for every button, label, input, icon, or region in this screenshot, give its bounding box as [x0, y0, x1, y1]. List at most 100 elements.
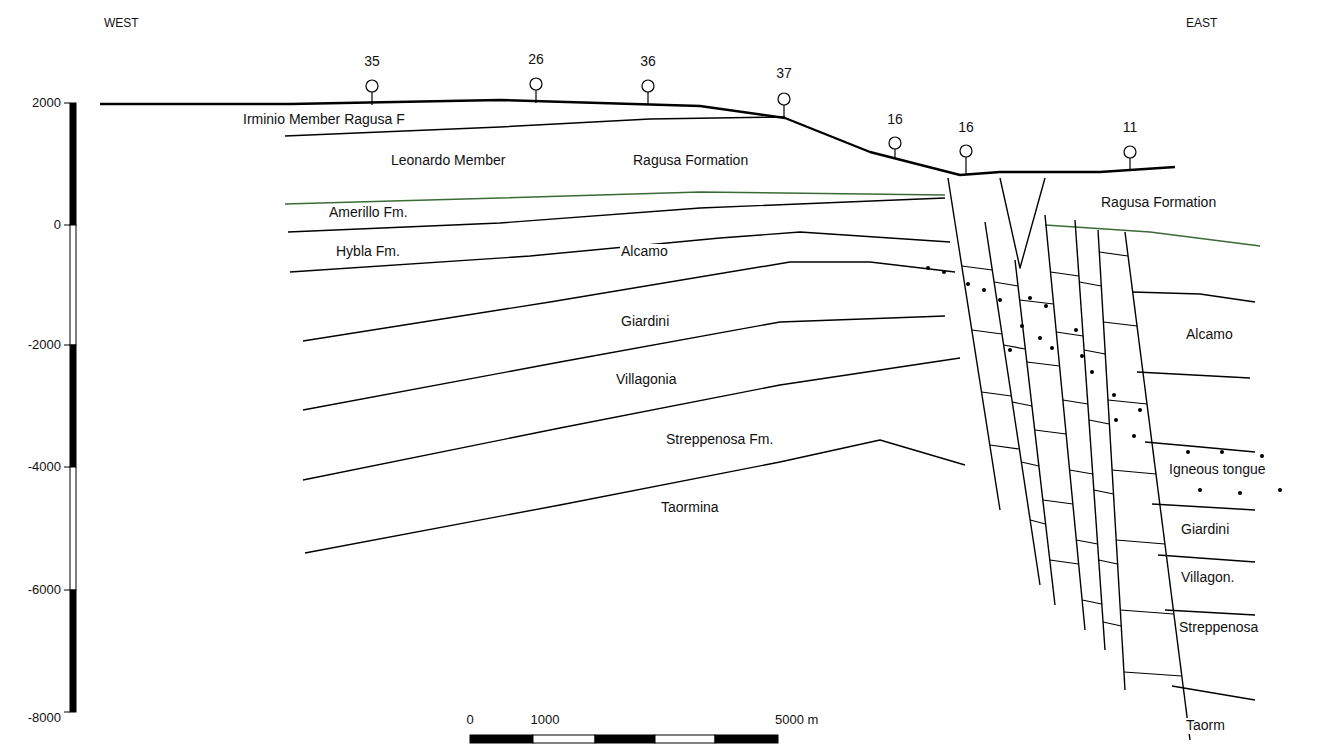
layer-boundary: [1103, 622, 1121, 626]
layer-boundary: [1099, 252, 1128, 256]
layer-boundary: [1108, 400, 1147, 404]
igneous-dot: [1044, 304, 1048, 308]
formation-name: Streppenosa Fm.: [665, 432, 774, 447]
scale-value: 0: [465, 713, 474, 727]
horizon-line: [290, 232, 950, 272]
scale-bar: [470, 735, 778, 743]
formation-name: Amerillo Fm.: [328, 205, 409, 220]
well-number: 36: [639, 54, 657, 69]
direction-label: WEST: [103, 17, 140, 30]
layer-boundary: [1124, 672, 1182, 676]
layer-boundary: [1063, 400, 1088, 404]
igneous-dot: [1038, 336, 1042, 340]
ground-surface: [100, 100, 1175, 175]
igneous-dot: [1028, 296, 1032, 300]
layer-boundary: [1103, 322, 1137, 326]
formation-name: Villagon.: [1180, 570, 1235, 585]
graben-fault: [1000, 178, 1045, 268]
igneous-dot: [1112, 393, 1116, 397]
layer-boundary: [1089, 420, 1109, 424]
scale-value: 5000 m: [774, 713, 819, 727]
well-symbol: [642, 80, 654, 104]
horizon-line: [1145, 442, 1255, 452]
well-number: 35: [363, 54, 381, 69]
layer-boundary: [1070, 470, 1093, 474]
igneous-dot: [1080, 354, 1084, 358]
depth-value: 2000: [31, 96, 62, 110]
layer-boundary: [1004, 345, 1026, 349]
depth-value: 0: [53, 218, 62, 232]
formation-name: Villagonia: [615, 372, 677, 387]
layer-boundary: [1027, 362, 1060, 366]
layer-boundary: [1050, 560, 1079, 564]
igneous-dot: [1278, 488, 1282, 492]
fault-line: [1015, 260, 1055, 605]
depth-value: -2000: [27, 338, 62, 352]
formation-name: Ragusa Formation: [632, 153, 749, 168]
formation-name: Giardini: [1180, 522, 1230, 537]
formation-name: Taormina: [660, 500, 720, 515]
well-number: 16: [957, 120, 975, 135]
layer-boundary: [1082, 600, 1102, 604]
igneous-dot: [1132, 434, 1136, 438]
igneous-dot: [1008, 348, 1012, 352]
well-symbol: [1124, 146, 1136, 171]
layer-boundary: [972, 330, 1002, 334]
layer-boundary: [1120, 610, 1174, 614]
layer-boundary: [1050, 272, 1078, 276]
well-number: 11: [1122, 120, 1139, 135]
igneous-dot: [1114, 418, 1118, 422]
depth-value: -8000: [27, 711, 62, 725]
formation-name: Hybla Fm.: [335, 244, 401, 259]
layer-boundary: [1084, 350, 1105, 354]
layer-boundary: [982, 392, 1012, 396]
horizon-line: [1152, 504, 1255, 510]
horizon-line: [1137, 372, 1250, 378]
layer-boundary: [1012, 402, 1032, 406]
horizon-line: [305, 440, 965, 553]
igneous-dot: [966, 282, 970, 286]
fault-line: [1125, 232, 1190, 740]
igneous-dot: [1090, 370, 1094, 374]
horizon-line: [288, 198, 945, 232]
well-number: 16: [886, 112, 904, 127]
formation-name: Leonardo Member: [390, 153, 506, 168]
depth-axis: [64, 103, 76, 712]
igneous-dot: [1074, 328, 1078, 332]
well-symbol: [366, 80, 378, 105]
igneous-dot: [1020, 324, 1024, 328]
depth-value: -6000: [27, 583, 62, 597]
layer-boundary: [1079, 282, 1101, 286]
formation-name: Alcamo: [1185, 327, 1234, 342]
well-number: 26: [527, 52, 545, 67]
igneous-dot: [982, 288, 986, 292]
well-symbol: [889, 137, 901, 158]
layer-boundary: [1056, 332, 1083, 336]
igneous-dot: [1186, 450, 1190, 454]
direction-label: EAST: [1185, 17, 1218, 30]
fault-line: [948, 178, 1000, 510]
igneous-dot: [1238, 491, 1242, 495]
formation-name: Igneous tongue: [1168, 462, 1267, 477]
horizon-line: [303, 358, 960, 480]
formation-name: Taorm: [1185, 718, 1226, 733]
igneous-dot: [1260, 454, 1264, 458]
horizon-line: [1158, 555, 1255, 562]
layer-boundary: [1112, 470, 1156, 474]
well-number: 37: [775, 66, 793, 81]
igneous-dot: [1220, 450, 1224, 454]
well-symbol: [530, 78, 542, 103]
layer-boundary: [1099, 560, 1118, 564]
igneous-dot: [1050, 346, 1054, 350]
well-symbol: [778, 93, 790, 118]
layer-boundary: [990, 445, 1020, 449]
horizon-line: [303, 262, 955, 341]
scale-value: 1000: [530, 713, 561, 727]
horizon-line: [1132, 292, 1255, 302]
horizon-line: [1165, 610, 1255, 615]
layer-boundary: [1076, 540, 1097, 544]
formation-name: Giardini: [620, 314, 670, 329]
formation-name: Irminio Member Ragusa F: [242, 112, 406, 127]
formation-name: Alcamo: [620, 244, 669, 259]
